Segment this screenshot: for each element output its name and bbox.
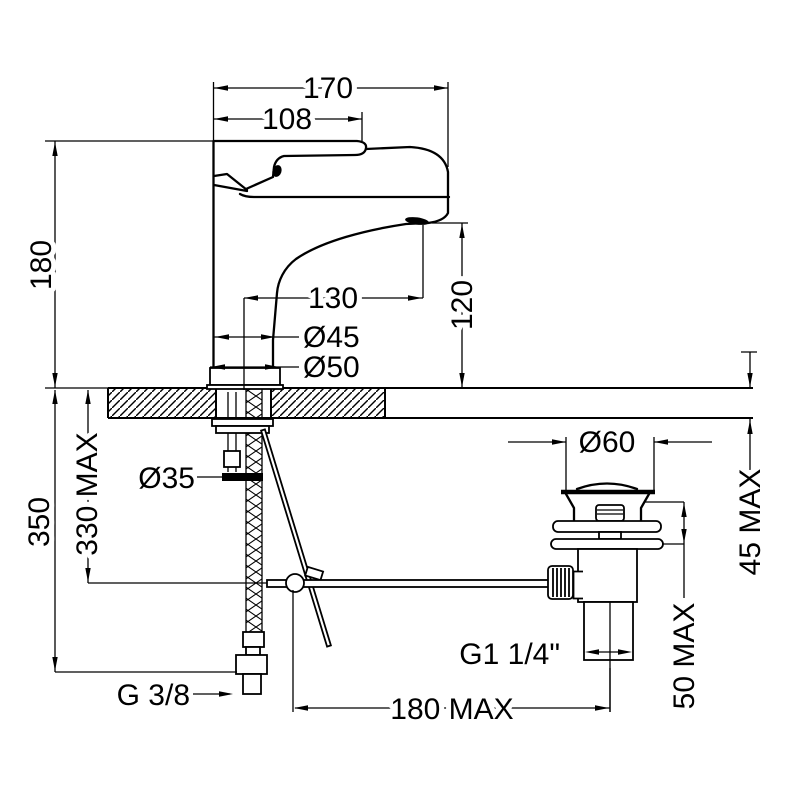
dim-45max-label: 45 MAX: [734, 469, 767, 576]
dim-108-label: 108: [262, 103, 312, 136]
rod-pivot-ball: [285, 573, 305, 593]
spout: [271, 145, 450, 371]
dim-g114-label: G1 1/4": [459, 638, 560, 671]
dim-170-label: 170: [303, 72, 353, 105]
washer-plate: [211, 418, 274, 427]
popup-pull-rod: [259, 428, 333, 648]
popup-waste: [547, 482, 664, 712]
hose-tail-g38: [242, 673, 262, 695]
dim-130-label: 130: [308, 282, 358, 315]
dim-rod-reach-max: 180 MAX: [292, 590, 611, 731]
dim-d50-label: Ø50: [303, 351, 360, 384]
dim-d45-label: Ø45: [303, 321, 360, 354]
countertop-section: [107, 387, 753, 419]
dim-base-diameter: Ø50: [210, 351, 360, 384]
dim-waste-thread: G1 1/4": [459, 638, 632, 671]
mounting-stud: [211, 392, 274, 481]
waste-upper-flange: [552, 520, 662, 533]
faucet-body: [206, 82, 451, 390]
dim-spout-reach: 130: [243, 225, 424, 390]
dimension-annotations: 170 108 180 130 Ø45: [18, 67, 772, 731]
dim-d35-label: Ø35: [138, 462, 195, 495]
dim-180-label: 180: [25, 240, 58, 290]
hose-nut: [235, 654, 268, 675]
waste-cap-dome: [575, 482, 639, 491]
base-plinth: [209, 367, 281, 386]
horizontal-rod: [266, 579, 552, 588]
popup-rod-assembly: [259, 428, 552, 648]
dim-height-above-deck: 180: [20, 140, 214, 389]
waste-tailpiece: [583, 601, 634, 661]
dim-deck-thickness-max: 45 MAX: [729, 351, 772, 580]
dim-rod-length-max: 330 MAX: [66, 390, 267, 584]
dim-hose-length: 350: [18, 390, 237, 673]
dim-180max-label: 180 MAX: [390, 693, 513, 726]
dim-handle-width: 108: [213, 98, 363, 141]
dim-outlet-height: 120: [432, 222, 484, 388]
dim-hole-diameter: Ø35: [138, 462, 224, 495]
waste-body: [577, 548, 638, 603]
dim-total-width: 170: [213, 67, 449, 167]
dim-waste-clamp-max: 50 MAX: [645, 501, 706, 714]
dim-330max-label: 330 MAX: [71, 432, 104, 555]
lever-notch: [272, 165, 282, 177]
dim-120-label: 120: [446, 280, 479, 330]
dim-waste-cap-diameter: Ø60: [508, 421, 712, 491]
flexible-hose: [235, 389, 268, 695]
lever-handle: [212, 139, 368, 191]
horseshoe-washer: [222, 473, 263, 481]
dim-body-diameter: Ø45: [214, 321, 360, 354]
aerator-outlet: [405, 217, 429, 225]
dim-g38-label: G 3/8: [117, 679, 190, 712]
dim-supply-thread: G 3/8: [117, 679, 233, 712]
rod-clamp: [304, 565, 325, 582]
waste-lower-flange: [550, 538, 664, 550]
dim-d60-label: Ø60: [579, 426, 636, 459]
mounting-nut: [223, 450, 241, 468]
dim-350-label: 350: [23, 497, 56, 547]
dim-50max-label: 50 MAX: [668, 603, 701, 710]
